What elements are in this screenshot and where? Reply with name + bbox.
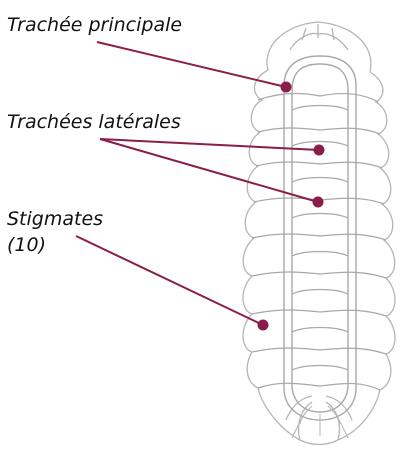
pointer-dot-lateral-2 xyxy=(314,198,323,207)
pointer-main-trachea xyxy=(97,42,286,87)
lateral-tracheae xyxy=(252,93,386,390)
label-spiracles-count: (10) xyxy=(7,233,46,257)
body-outline-left xyxy=(243,70,338,445)
label-spiracles: Stigmates xyxy=(7,207,103,231)
label-main-trachea: Trachée principale xyxy=(7,13,182,37)
larva-body xyxy=(243,22,395,445)
pointer-dot-main-trachea xyxy=(282,83,291,92)
label-lateral-tracheae: Trachées latérales xyxy=(7,110,181,134)
pointer-dot-spiracles xyxy=(259,321,268,330)
pointers xyxy=(76,42,324,330)
pointer-spiracles xyxy=(76,236,263,325)
pointer-dot-lateral-1 xyxy=(315,146,324,155)
